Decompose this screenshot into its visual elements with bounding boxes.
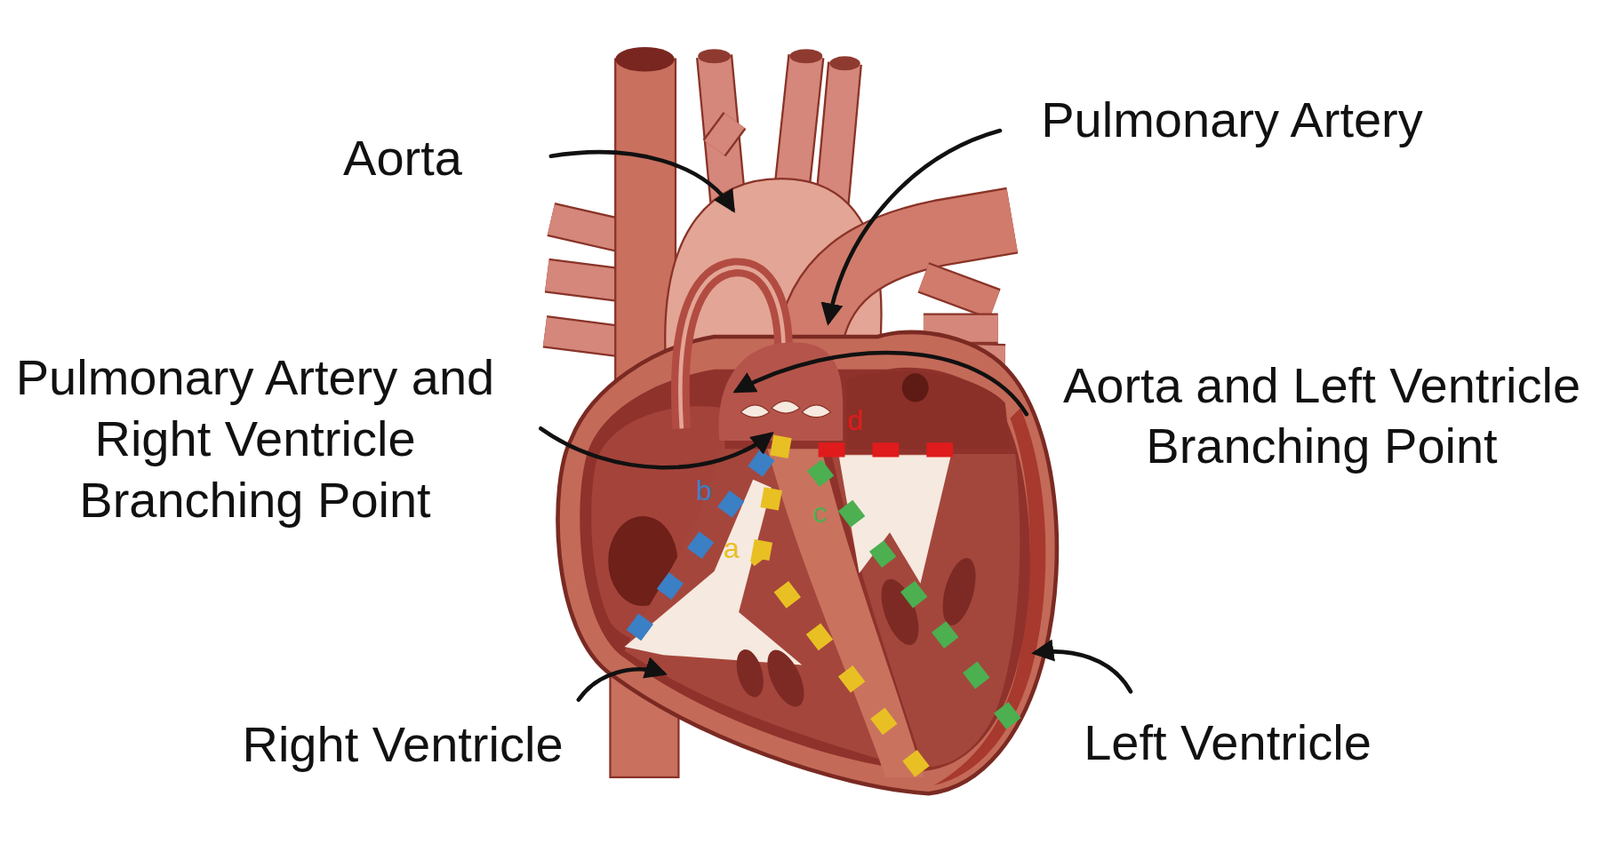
vessel-label: Aorta [343, 128, 463, 189]
dashed-line-c [814, 465, 1024, 737]
aortic-branches [832, 63, 846, 209]
left-atrium [902, 373, 929, 402]
dashed-line-c [814, 465, 1024, 737]
dashed-line-b [624, 455, 768, 648]
left-ventricle-chamber [936, 554, 982, 630]
vessel-label: Pulmonary Artery [1040, 89, 1424, 151]
leader-arrows [736, 352, 1027, 415]
leader-arrows [540, 130, 1131, 701]
aortic-branches [790, 48, 824, 64]
right-ventricle-chamber [731, 647, 768, 701]
aortic-branches [791, 56, 807, 200]
aortic-branches [714, 120, 736, 149]
chamber-label: Right Ventricle [241, 714, 563, 776]
leader-arrows [1035, 651, 1131, 692]
leader-arrows [578, 669, 664, 700]
line-letter: b [696, 474, 712, 507]
leader-arrows [828, 130, 1000, 322]
chamber-label: Left Ventricle [1083, 712, 1372, 774]
line-letter: c [812, 496, 827, 529]
dashed-line-d [818, 442, 956, 457]
line-letter: d [847, 404, 864, 437]
pulmonary-valve [801, 405, 831, 418]
branching-point-label: Pulmonary Artery and Right Ventricle Bra… [3, 346, 507, 531]
left-atrium [847, 371, 1011, 449]
aortic-branches [697, 48, 731, 64]
dashed-line-a [760, 436, 933, 786]
branching-point-label: Aorta and Left Ventricle Branching Point [1046, 355, 1598, 477]
aortic-branches [832, 63, 846, 209]
leader-arrows [551, 152, 733, 209]
pulmonary-valve [771, 400, 800, 414]
aortic-branches [714, 120, 736, 149]
pulmonary-trunk [923, 277, 995, 304]
pulmonary-trunk [923, 277, 995, 304]
heart-body [558, 332, 1057, 794]
line-letter: a [723, 532, 740, 565]
heart-body [558, 332, 1057, 794]
left-ventricle-chamber [832, 454, 1021, 768]
right-ventricle-chamber [760, 645, 812, 713]
pulmonary-valve [740, 405, 769, 418]
aortic-branches [791, 56, 807, 200]
leader-arrows [540, 428, 770, 468]
superior-vena-cava [615, 47, 675, 72]
aortic-branches [829, 56, 860, 71]
dashed-line-d [818, 449, 956, 451]
left-ventricle-chamber [832, 454, 1021, 768]
left-atrium [847, 371, 1011, 449]
dashed-line-b [624, 455, 768, 648]
dashed-line-a [760, 436, 933, 786]
